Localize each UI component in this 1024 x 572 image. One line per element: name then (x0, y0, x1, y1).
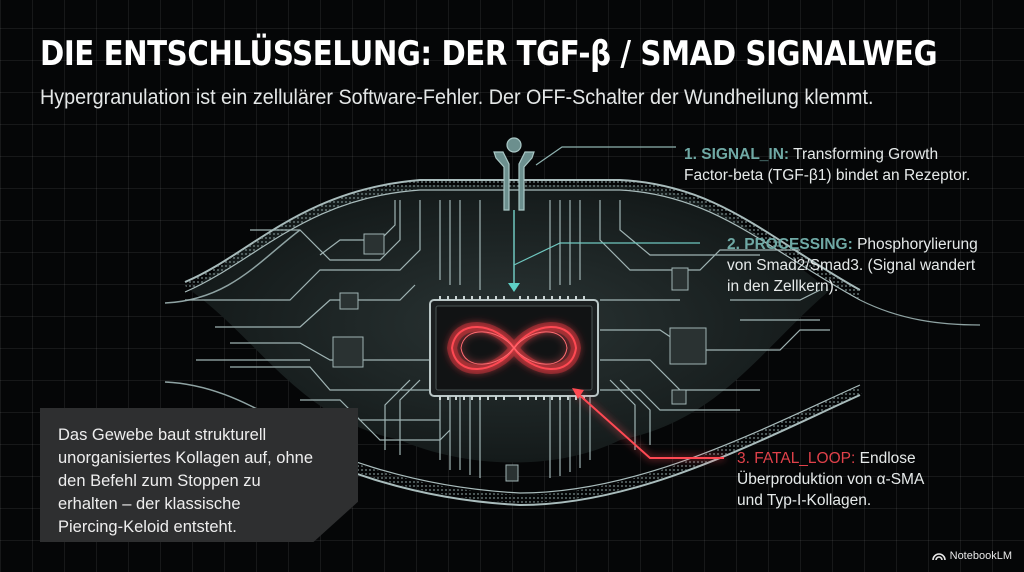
notebooklm-logo-icon (931, 553, 946, 561)
callout-label: 1. SIGNAL_IN: (684, 146, 790, 163)
callout-processing: 2. PROCESSING: Phosphorylierung von Smad… (727, 236, 978, 295)
callout-label: 2. PROCESSING: (727, 236, 853, 253)
infinity-loop-icon (446, 322, 582, 374)
page-title: DIE ENTSCHLÜSSELUNG: DER TGF-β / SMAD SI… (40, 34, 938, 74)
callout-label: 3. FATAL_LOOP: (737, 450, 856, 467)
page-subtitle: Hypergranulation ist ein zellulärer Soft… (40, 86, 874, 109)
callout-signal-in: 1. SIGNAL_IN: Transforming Growth Factor… (684, 146, 971, 184)
callout-line-2 (513, 242, 700, 266)
central-processor-chip (429, 296, 599, 400)
fatal-arrow-head (572, 388, 584, 399)
keloid-info-box: Das Gewebe baut strukturell unorganisier… (40, 408, 358, 542)
receptor-icon (493, 137, 535, 211)
chip-components (332, 233, 707, 482)
callout-fatal-loop: 3. FATAL_LOOP: Endlose Überproduktion vo… (737, 450, 925, 509)
callout-line-1 (535, 146, 676, 166)
callout-line-3 (575, 391, 724, 459)
signal-arrow-head (508, 283, 520, 292)
notebooklm-branding: NotebookLM (931, 550, 1012, 562)
